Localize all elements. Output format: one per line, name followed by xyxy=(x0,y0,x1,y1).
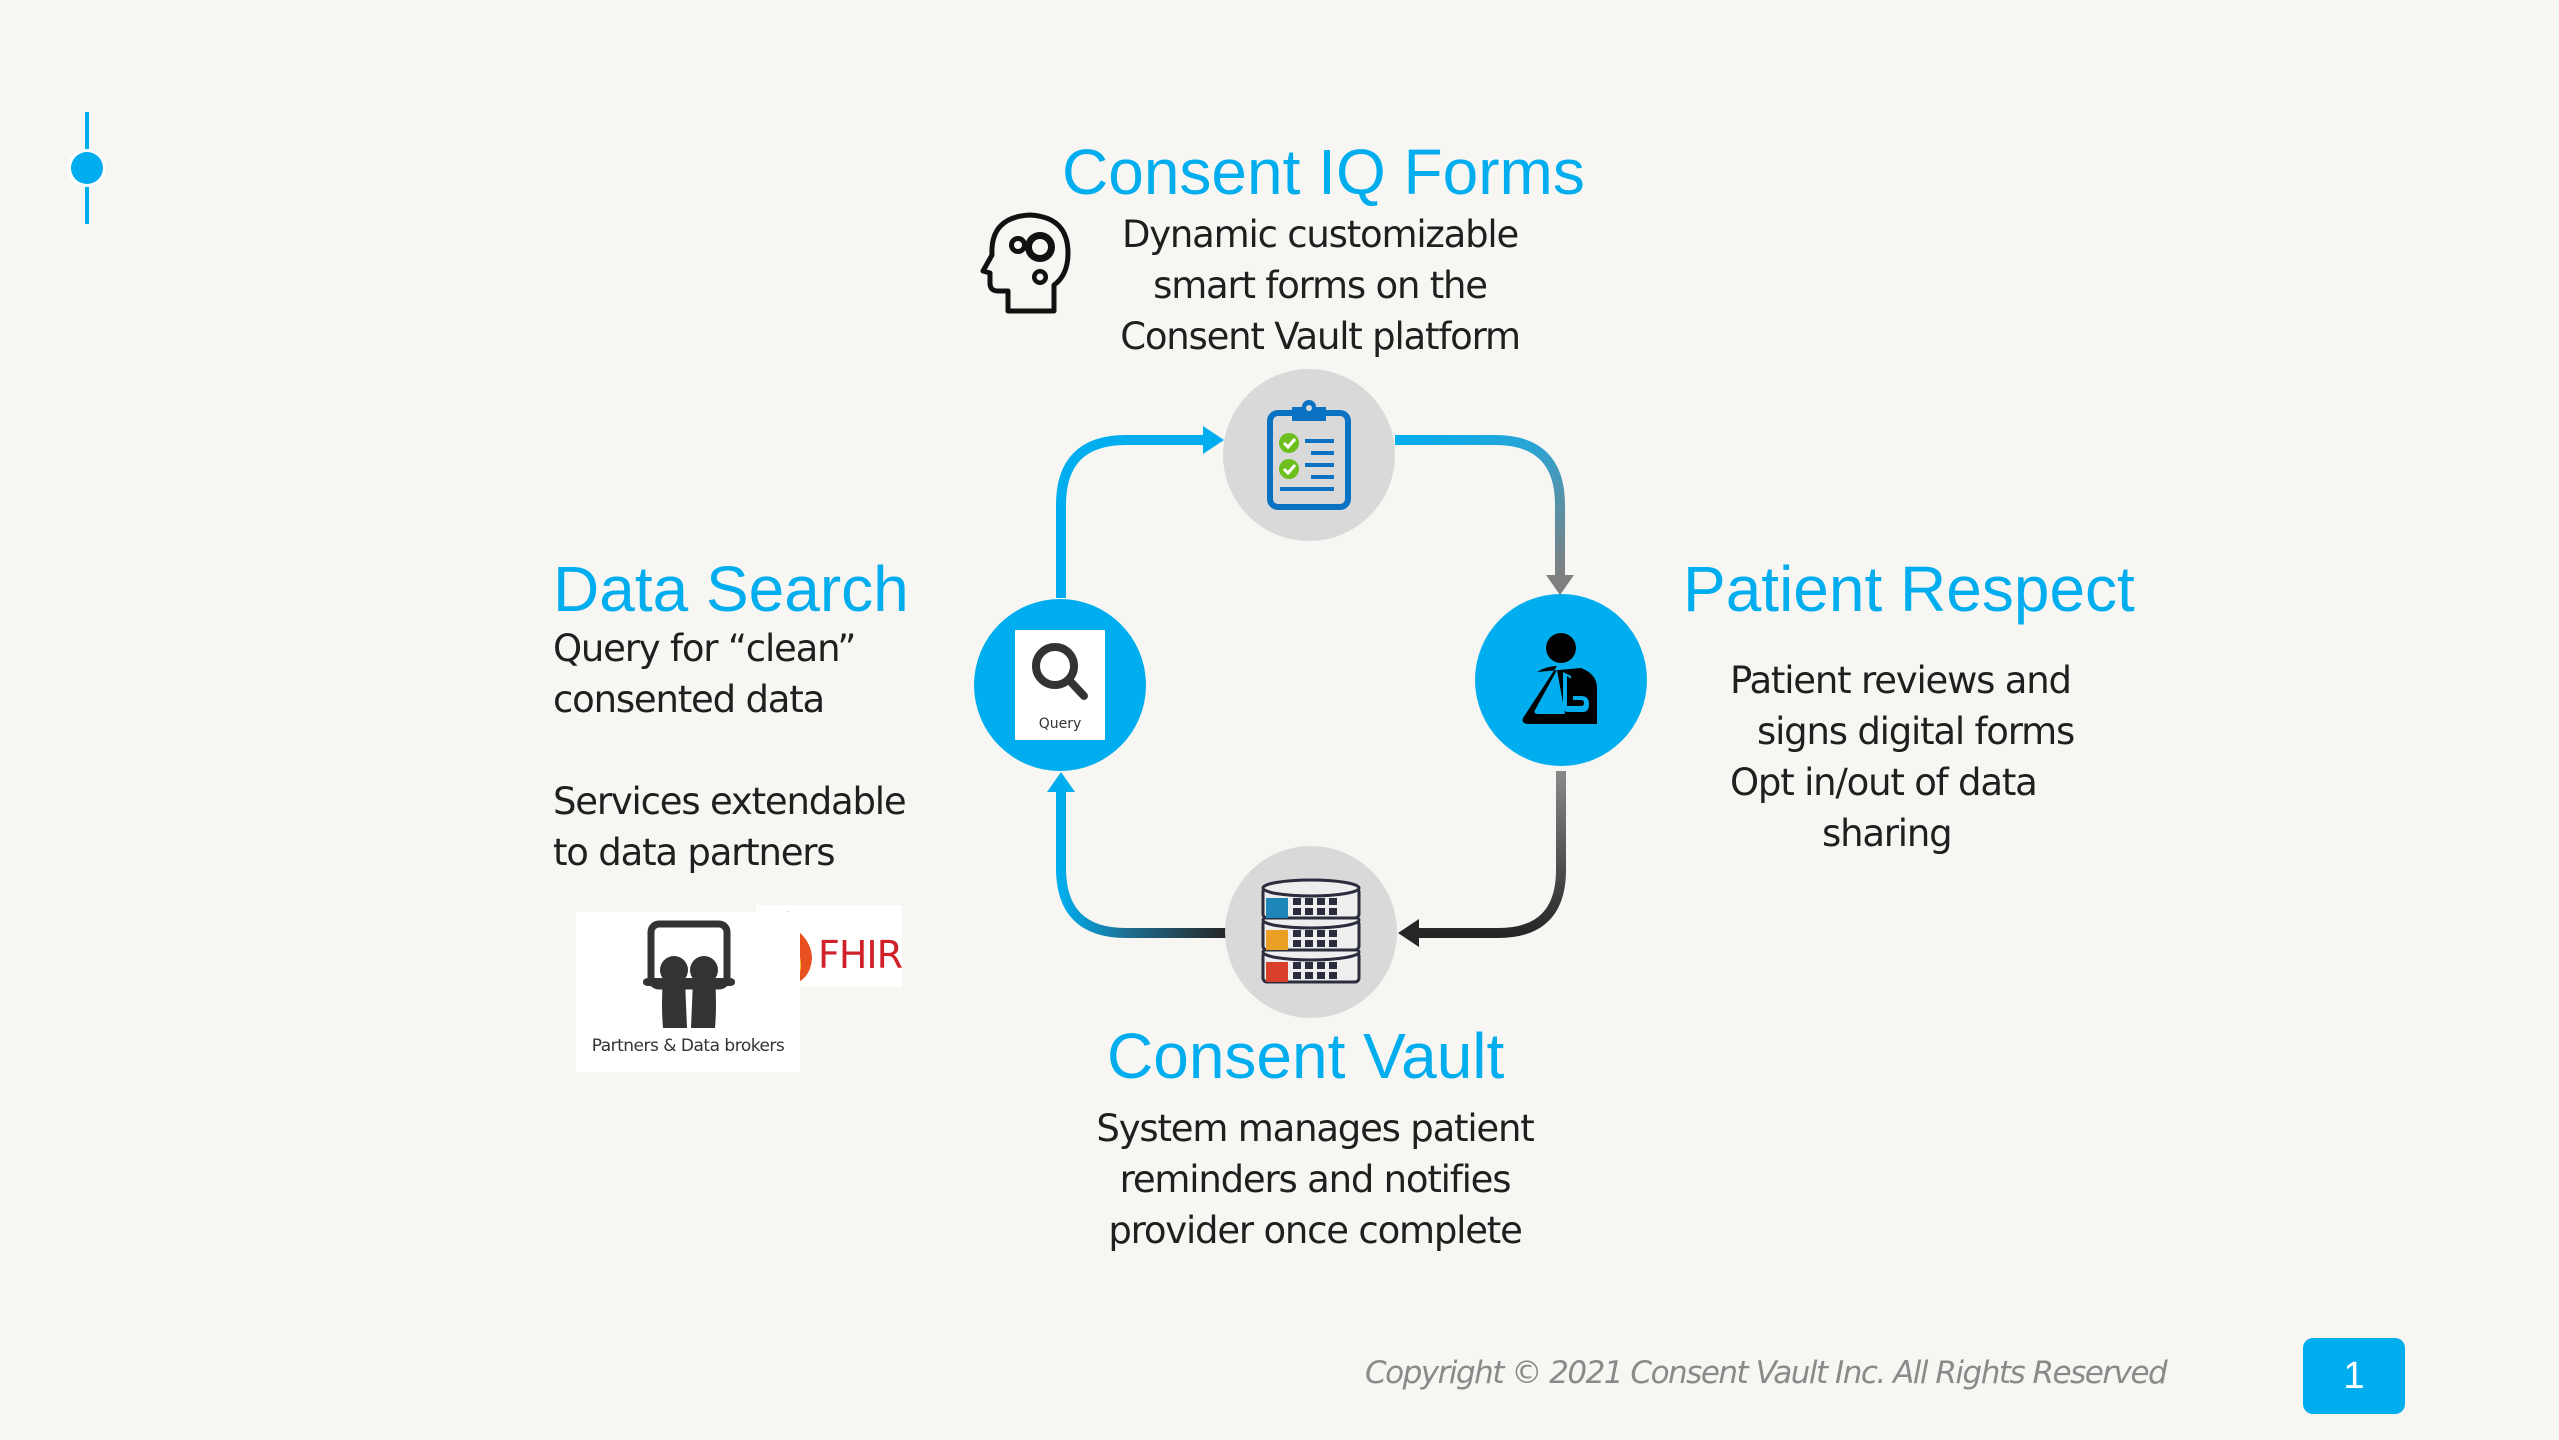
database-servers-icon xyxy=(1261,878,1361,984)
search-description: Query for “clean” consented data Service… xyxy=(553,623,907,878)
timeline-line-bottom xyxy=(85,184,89,224)
forms-line: Dynamic customizable xyxy=(1121,213,1519,256)
search-line: consented data xyxy=(553,678,825,721)
vault-node xyxy=(1225,846,1397,1018)
respect-title: Patient Respect xyxy=(1683,553,2135,625)
brain-gears-icon xyxy=(978,205,1078,315)
page-number: 1 xyxy=(2303,1338,2405,1414)
arrow-vault-to-search xyxy=(1056,790,1226,938)
arrow-head-respect xyxy=(1546,575,1574,595)
respect-line: signs digital forms xyxy=(1757,710,2075,753)
respect-description: Patient reviews and signs digital forms … xyxy=(1730,655,2075,859)
partners-icon xyxy=(643,920,735,1028)
vault-title: Consent Vault xyxy=(1107,1020,1505,1092)
search-node: Query xyxy=(974,599,1146,771)
search-title: Data Search xyxy=(553,553,909,625)
copyright-footer: Copyright © 2021 Consent Vault Inc. All … xyxy=(1365,1355,2168,1391)
patient-arm-sling-icon xyxy=(1522,633,1597,724)
arrow-respect-to-vault xyxy=(1415,771,1566,938)
arrow-head-forms xyxy=(1203,426,1224,454)
partners-caption: Partners & Data brokers xyxy=(591,1036,785,1056)
arrow-forms-to-respect xyxy=(1395,435,1565,576)
clipboard-checklist-icon xyxy=(1267,400,1351,510)
query-label: Query xyxy=(1038,716,1082,732)
partners-logo: Partners & Data brokers xyxy=(576,912,800,1072)
forms-node xyxy=(1223,369,1395,541)
vault-line: System manages patient xyxy=(1096,1107,1534,1150)
query-badge: Query xyxy=(1015,630,1105,740)
respect-node xyxy=(1475,594,1647,766)
arrow-search-to-forms xyxy=(1056,435,1205,598)
search-line: to data partners xyxy=(553,831,836,874)
forms-description: Dynamic customizable smart forms on the … xyxy=(1110,209,1530,362)
arrow-head-search xyxy=(1047,772,1075,792)
vault-description: System manages patient reminders and not… xyxy=(1090,1103,1540,1256)
magnifier-query-icon xyxy=(1032,643,1088,700)
respect-line: sharing xyxy=(1822,812,1953,855)
forms-line: smart forms on the xyxy=(1153,264,1488,307)
search-line: Query for “clean” xyxy=(553,627,856,670)
arrow-head-vault xyxy=(1398,919,1419,947)
timeline-line-top xyxy=(85,112,89,152)
forms-line: Consent Vault platform xyxy=(1120,315,1521,358)
respect-line: Patient reviews and xyxy=(1730,659,2072,702)
fhir-label: FHIR xyxy=(818,933,903,977)
timeline-dot xyxy=(71,152,103,184)
vault-line: reminders and notifies xyxy=(1119,1158,1512,1201)
respect-line: Opt in/out of data xyxy=(1730,761,2038,804)
vault-line: provider once complete xyxy=(1108,1209,1523,1252)
search-line: Services extendable xyxy=(553,780,907,823)
forms-title: Consent IQ Forms xyxy=(1062,136,1585,208)
